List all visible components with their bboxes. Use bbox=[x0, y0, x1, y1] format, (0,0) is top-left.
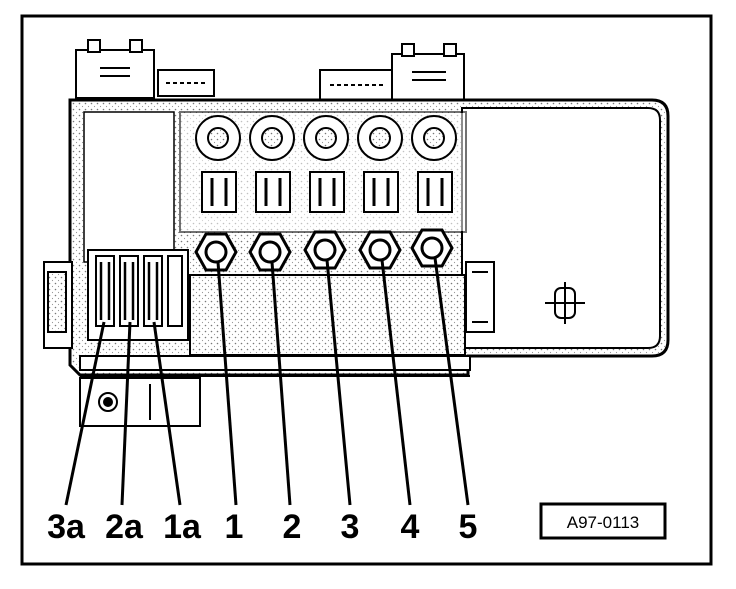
callout-3: 3 bbox=[341, 508, 360, 546]
busbar-rail bbox=[79, 274, 471, 427]
housing-left-panel bbox=[83, 111, 175, 263]
figure-id: A97-0113 bbox=[567, 513, 639, 532]
callout-5: 5 bbox=[459, 508, 478, 546]
leader-lines bbox=[64, 257, 470, 506]
callout-3a: 3a bbox=[47, 508, 86, 546]
housing-lid bbox=[461, 107, 661, 349]
top-connector-left bbox=[75, 39, 215, 99]
callout-1a: 1a bbox=[163, 508, 202, 546]
leader-4 bbox=[380, 259, 412, 506]
fuse-holder-row bbox=[179, 111, 467, 233]
leader-1 bbox=[216, 261, 238, 506]
figure-id-box bbox=[539, 502, 667, 540]
hex-nuts bbox=[194, 228, 454, 272]
leader-5 bbox=[433, 257, 470, 506]
callout-1: 1 bbox=[225, 508, 244, 546]
small-fuse-block bbox=[87, 249, 189, 341]
leader-3 bbox=[325, 259, 352, 506]
top-connector-right bbox=[319, 43, 465, 101]
leader-3a bbox=[64, 321, 106, 506]
callout-4: 4 bbox=[401, 508, 420, 546]
callout-2a: 2a bbox=[105, 508, 144, 546]
lid-clip bbox=[545, 282, 585, 324]
callout-2: 2 bbox=[283, 508, 302, 546]
leader-1a bbox=[152, 321, 182, 506]
side-bracket bbox=[43, 261, 73, 349]
leader-2 bbox=[270, 261, 292, 506]
housing-tab bbox=[465, 261, 495, 333]
leader-2a bbox=[120, 321, 132, 506]
